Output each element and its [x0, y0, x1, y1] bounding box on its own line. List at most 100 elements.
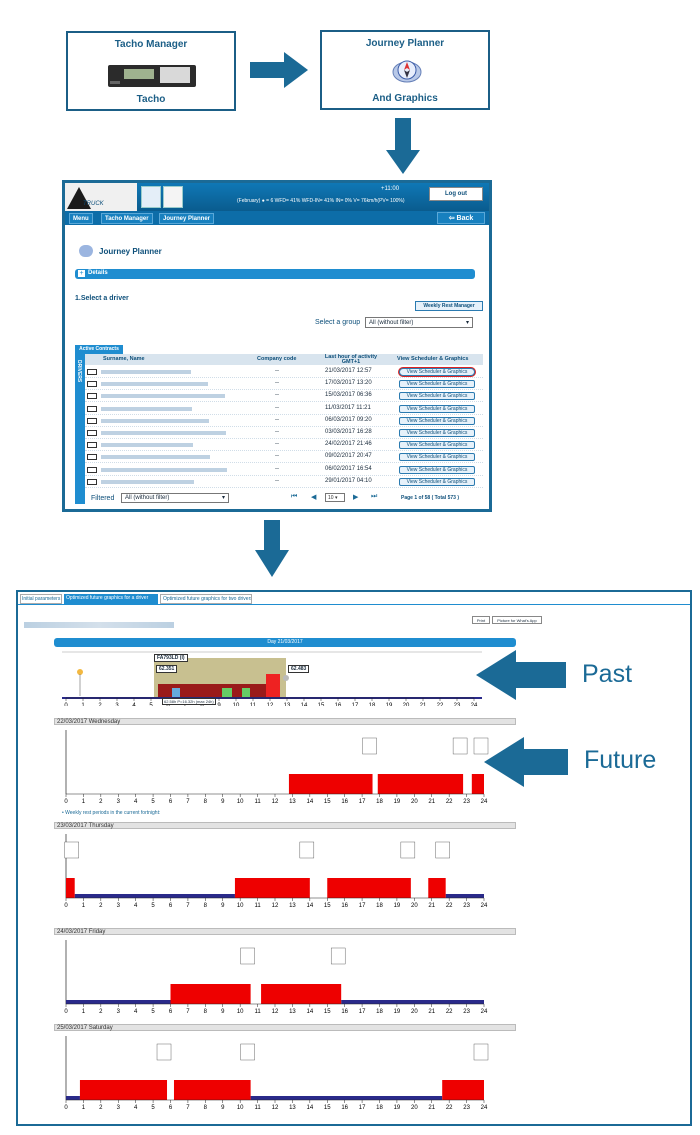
- km-callout: [435, 841, 450, 859]
- driving-block: [327, 878, 411, 898]
- col-surname: Surname, Name: [103, 356, 145, 362]
- view-scheduler-button[interactable]: View Scheduler & Graphics: [399, 453, 475, 462]
- prev-page-icon[interactable]: ◀: [311, 494, 317, 501]
- select-group-label: Select a group: [315, 319, 361, 326]
- journey-planner-icon: [79, 245, 93, 257]
- driving-block: [170, 984, 251, 1004]
- weekly-rest-manager-button[interactable]: Weekly Rest Manager: [415, 301, 483, 311]
- nav-tacho-manager[interactable]: Tacho Manager: [101, 213, 153, 224]
- axis-hour-label: 2: [98, 703, 102, 706]
- axis-hour-label: 10: [237, 1009, 244, 1015]
- nav-menu[interactable]: Menu: [69, 213, 93, 224]
- nav-journey-planner[interactable]: Journey Planner: [159, 213, 215, 224]
- view-scheduler-button[interactable]: View Scheduler & Graphics: [399, 429, 475, 437]
- axis-hour-label: 20: [411, 799, 418, 805]
- truck-icon[interactable]: [141, 186, 161, 208]
- axis-hour-label: 0: [64, 1009, 68, 1015]
- driver-name-blurred: [101, 443, 193, 448]
- rest-period-bar: [250, 1096, 443, 1100]
- axis-hour-label: 4: [132, 703, 136, 706]
- km-callout: [473, 1043, 489, 1061]
- km-callout: [240, 1043, 255, 1061]
- km-callout: [64, 841, 79, 859]
- axis-hour-label: 5: [151, 1009, 155, 1015]
- view-scheduler-button[interactable]: View Scheduler & Graphics: [399, 441, 475, 450]
- axis-hour-label: 12: [272, 903, 279, 909]
- axis-hour-label: 15: [324, 1009, 331, 1015]
- axis-hour-label: 21: [420, 703, 427, 706]
- axis-hour-label: 14: [306, 903, 313, 909]
- day-label-bar: 24/03/2017 Friday: [54, 928, 516, 935]
- last-page-icon[interactable]: ⏭: [371, 493, 378, 500]
- axis-hour-label: 15: [324, 903, 331, 909]
- filtered-dropdown[interactable]: All (without filter) ▾: [121, 493, 229, 503]
- axis-hour-label: 16: [341, 799, 348, 805]
- last-activity: 21/03/2017 12:57: [325, 368, 372, 374]
- details-bar[interactable]: + Details: [75, 269, 475, 279]
- axis-hour-label: 19: [386, 703, 393, 706]
- tab-two-drivers[interactable]: Optimized future graphics for two driver…: [160, 594, 252, 604]
- view-scheduler-button[interactable]: View Scheduler & Graphics: [399, 404, 475, 413]
- first-page-icon[interactable]: ⏮: [291, 493, 298, 500]
- view-scheduler-button[interactable]: View Scheduler & Graphics: [399, 477, 475, 486]
- driving-block: [428, 878, 446, 898]
- status-line: (February) ● = 6 WFD= 41% WFD-IN= 41% IN…: [237, 198, 405, 204]
- view-scheduler-button[interactable]: View Scheduler & Graphics: [399, 380, 475, 389]
- tab-initial-parameters[interactable]: Initial parameters: [20, 594, 62, 604]
- driver-card-icon: [87, 405, 97, 412]
- next-page-icon[interactable]: ▶: [353, 494, 359, 501]
- driver-card-icon: [87, 393, 97, 400]
- picture-whatsapp-button[interactable]: Picture for What's App: [492, 616, 542, 624]
- select-group-dropdown[interactable]: All (without filter) ▾: [365, 317, 473, 328]
- app-header: TRUCK +11:00 (February) ● = 6 WFD= 41% W…: [65, 183, 489, 211]
- past-arrow-icon: [476, 650, 516, 700]
- company-code: --: [275, 392, 279, 399]
- col-last-activity: Last hour of activity GMT+1: [324, 354, 378, 365]
- down-arrow-1-icon: [395, 118, 411, 150]
- page-size-select[interactable]: 10 ▾: [325, 493, 345, 502]
- print-button[interactable]: Print: [472, 616, 490, 624]
- view-scheduler-button[interactable]: View Scheduler & Graphics: [399, 392, 475, 401]
- driver-name-blurred: [101, 370, 191, 374]
- tab-single-driver[interactable]: Optimized future graphics for a driver: [64, 594, 158, 604]
- view-scheduler-button[interactable]: View Scheduler & Graphics: [399, 368, 475, 376]
- rest-period-bar: [66, 1000, 171, 1004]
- active-contracts-tab[interactable]: Active Contracts: [75, 345, 123, 354]
- axis-hour-label: 24: [481, 1009, 488, 1015]
- chevron-down-icon: ▾: [221, 495, 225, 501]
- view-scheduler-button[interactable]: View Scheduler & Graphics: [399, 416, 475, 425]
- km-callout: [452, 737, 468, 755]
- down-arrow-2-icon: [264, 520, 280, 550]
- axis-hour-label: 3: [115, 703, 119, 706]
- back-button[interactable]: ⇦ Back: [437, 212, 485, 224]
- day-label-bar: 23/03/2017 Thursday: [54, 822, 516, 829]
- car-icon[interactable]: [163, 186, 183, 208]
- tacho-device-icon: [104, 61, 200, 91]
- view-scheduler-button[interactable]: View Scheduler & Graphics: [399, 465, 475, 474]
- logout-button[interactable]: Log out: [429, 187, 483, 201]
- axis-hour-label: 23: [463, 1105, 470, 1111]
- axis-hour-label: 9: [221, 1105, 225, 1111]
- axis-hour-label: 14: [306, 1105, 313, 1111]
- bullet-icon: •: [62, 810, 66, 816]
- axis-hour-label: 24: [481, 1105, 488, 1111]
- right-arrow-head: [284, 52, 308, 88]
- past-km-left: 62.351: [156, 665, 178, 673]
- col-view: View Scheduler & Graphics: [397, 356, 469, 362]
- company-code: --: [275, 380, 279, 387]
- axis-hour-label: 8: [204, 1009, 208, 1015]
- weekly-rest-note-text: Weekly rest periods in the current fortn…: [65, 810, 161, 816]
- axis-hour-label: 9: [221, 799, 225, 805]
- picture-label: Picture for What's App: [497, 618, 537, 623]
